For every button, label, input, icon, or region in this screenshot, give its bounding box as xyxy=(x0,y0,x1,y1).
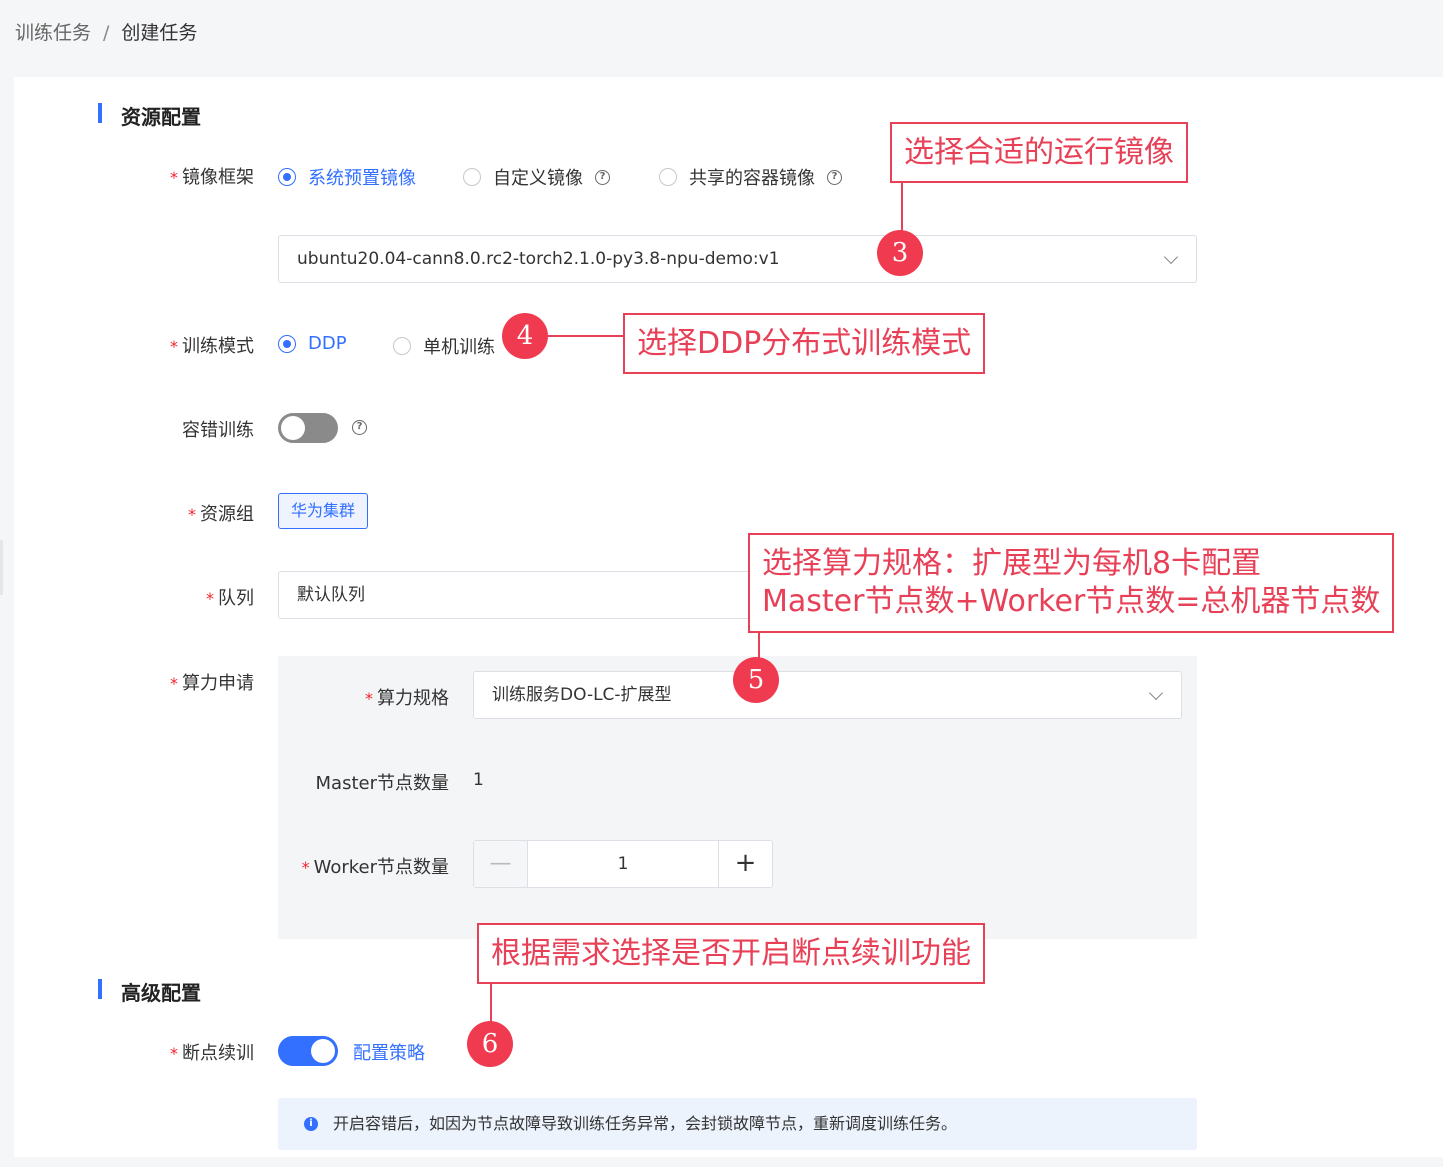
chevron-down-icon xyxy=(1148,685,1164,701)
worker-node-stepper[interactable]: — 1 + xyxy=(473,840,773,888)
compute-spec-label: *算力规格 xyxy=(365,688,449,709)
radio-dot xyxy=(278,334,296,353)
info-icon: i xyxy=(304,1117,318,1131)
info-alert: i 开启容错后，如因为节点故障导致训练任务异常，会封锁故障节点，重新调度训练任务… xyxy=(278,1098,1197,1150)
compute-request-label: *算力申请 xyxy=(170,673,254,694)
increment-button[interactable]: + xyxy=(718,841,772,887)
annotation-marker-5: 5 xyxy=(733,657,779,703)
radio-shared-container-image[interactable]: 共享的容器镜像 ? xyxy=(659,164,842,190)
annotation-marker-4: 4 xyxy=(502,313,548,359)
checkpoint-resume-label: *断点续训 xyxy=(170,1043,254,1064)
master-node-label: Master节点数量 xyxy=(315,773,449,794)
radio-single-machine[interactable]: 单机训练 xyxy=(393,333,495,359)
queue-label: *队列 xyxy=(206,588,254,609)
decrement-button[interactable]: — xyxy=(474,841,528,887)
annotation-marker-6: 6 xyxy=(467,1021,513,1067)
chevron-down-icon xyxy=(1163,249,1179,265)
radio-dot xyxy=(463,168,481,186)
annotation-callout-4: 选择DDP分布式训练模式 xyxy=(623,313,986,374)
annotation-marker-3: 3 xyxy=(877,230,923,276)
help-icon[interactable]: ? xyxy=(352,420,367,435)
annotation-line-5 xyxy=(758,633,760,658)
worker-node-label: *Worker节点数量 xyxy=(301,857,449,878)
breadcrumb-item-training-tasks[interactable]: 训练任务 xyxy=(15,22,92,44)
section-title-resource: 资源配置 xyxy=(98,101,201,130)
annotation-line-6 xyxy=(490,984,492,1022)
image-framework-label: *镜像框架 xyxy=(170,167,254,188)
worker-node-input[interactable]: 1 xyxy=(617,854,629,874)
help-icon[interactable]: ? xyxy=(827,169,842,185)
breadcrumb-separator: / xyxy=(103,22,110,44)
annotation-line-4 xyxy=(548,335,623,337)
image-select[interactable]: ubuntu20.04-cann8.0.rc2-torch2.1.0-py3.8… xyxy=(278,235,1197,283)
fault-tolerance-label: 容错训练 xyxy=(182,420,254,441)
resource-group-label: *资源组 xyxy=(188,504,254,525)
radio-ddp[interactable]: DDP xyxy=(278,333,347,354)
master-node-value: 1 xyxy=(473,770,484,790)
radio-custom-image[interactable]: 自定义镜像 ? xyxy=(463,164,610,190)
training-mode-label: *训练模式 xyxy=(170,336,254,357)
radio-system-image[interactable]: 系统预置镜像 xyxy=(278,164,416,190)
toggle-knob xyxy=(311,1039,335,1063)
annotation-callout-5: 选择算力规格：扩展型为每机8卡配置 Master节点数+Worker节点数=总机… xyxy=(748,533,1395,633)
annotation-callout-6: 根据需求选择是否开启断点续训功能 xyxy=(477,923,985,984)
left-edge-handle xyxy=(0,540,3,595)
checkpoint-resume-toggle[interactable] xyxy=(278,1036,338,1066)
compute-spec-select[interactable]: 训练服务DO-LC-扩展型 xyxy=(473,671,1182,719)
annotation-callout-3: 选择合适的运行镜像 xyxy=(890,122,1188,183)
breadcrumb-item-create-task: 创建任务 xyxy=(121,22,198,44)
toggle-knob xyxy=(281,416,305,440)
radio-dot xyxy=(659,168,677,186)
radio-dot xyxy=(393,337,411,355)
radio-dot xyxy=(278,168,296,186)
section-title-advanced: 高级配置 xyxy=(98,977,201,1006)
breadcrumb: 训练任务 / 创建任务 xyxy=(15,18,197,45)
configure-strategy-link[interactable]: 配置策略 xyxy=(353,1043,425,1064)
fault-tolerance-toggle[interactable] xyxy=(278,413,338,443)
resource-group-tag[interactable]: 华为集群 xyxy=(278,493,369,529)
annotation-line-3 xyxy=(901,183,903,231)
help-icon[interactable]: ? xyxy=(595,169,610,185)
